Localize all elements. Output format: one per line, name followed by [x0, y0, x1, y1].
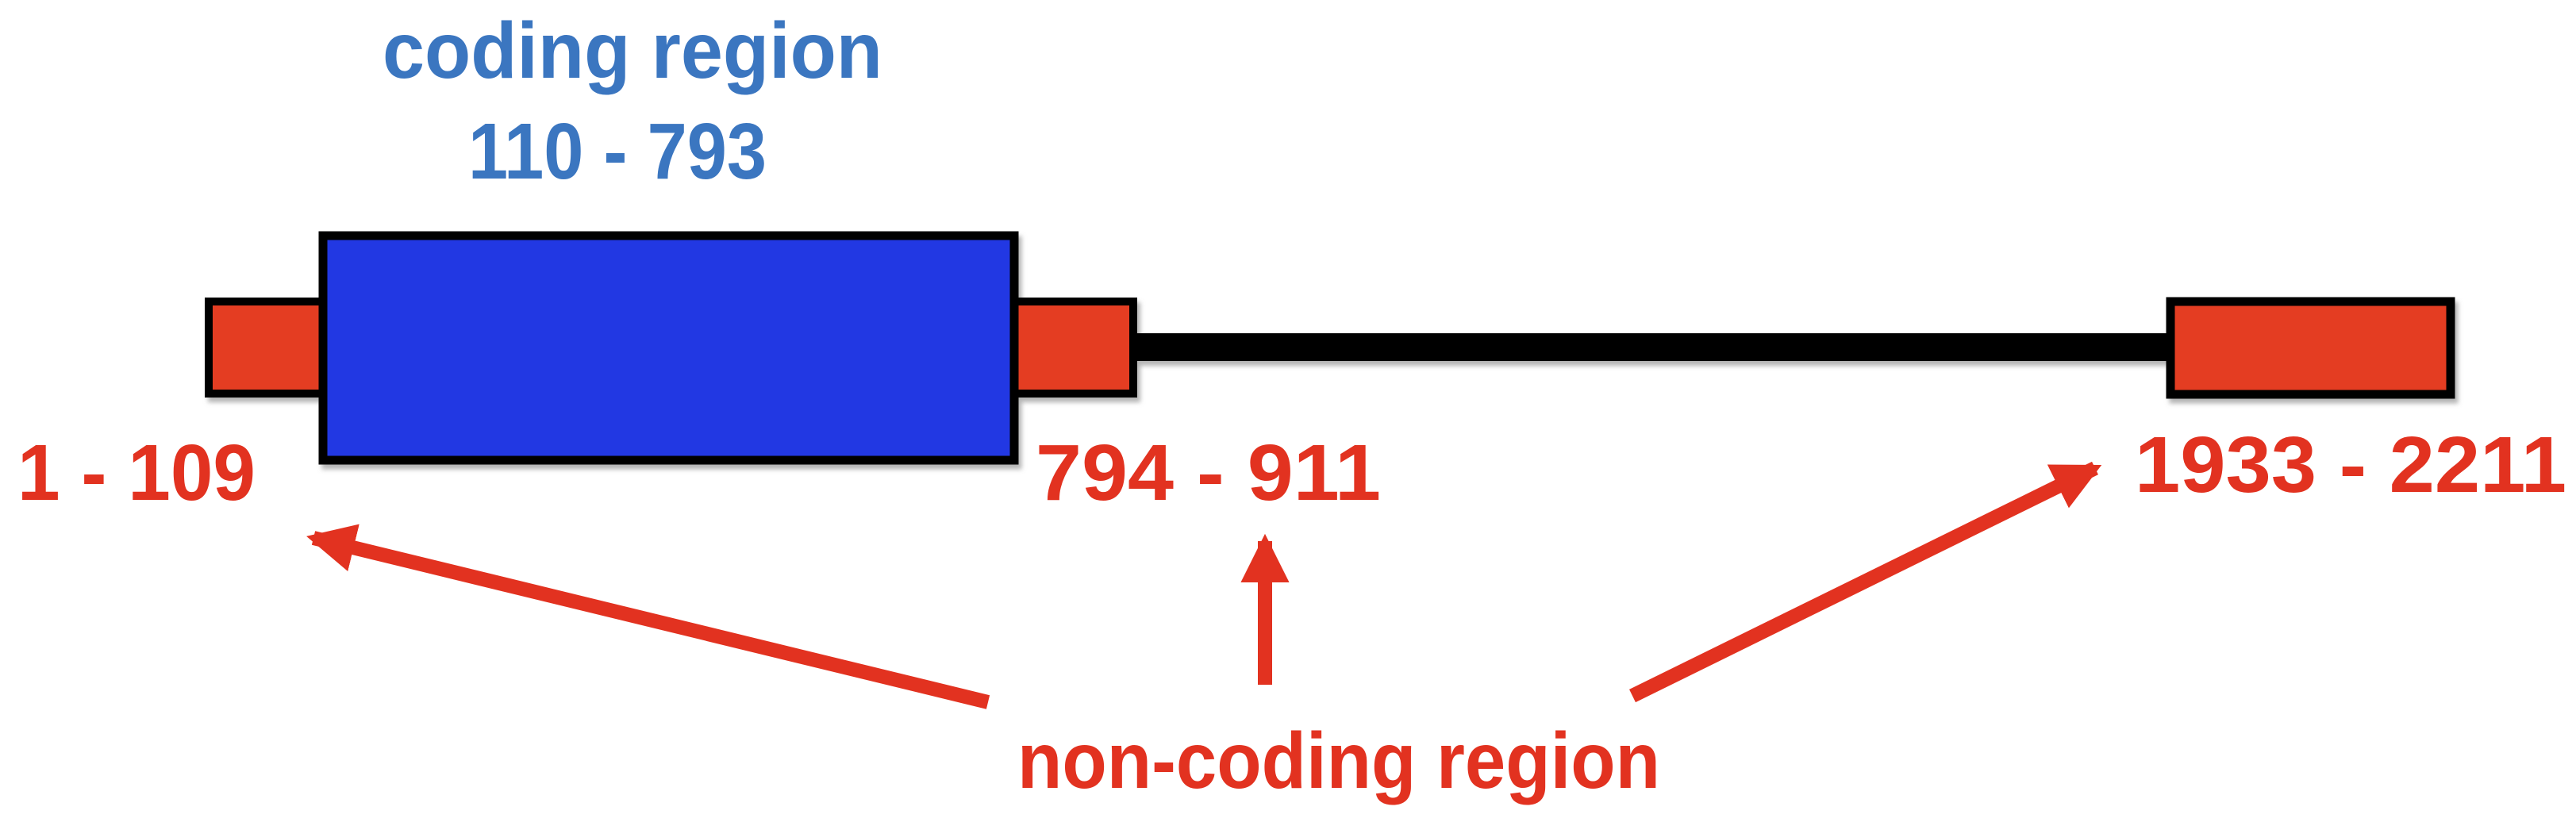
arrow-to-segment-1: [306, 524, 990, 709]
coding-region-label: coding region: [383, 6, 882, 95]
arrow-to-segment-3: [1629, 461, 2102, 703]
non-coding-range-3: 1933 - 2211: [2135, 421, 2566, 509]
coding-region-range: 110 - 793: [468, 107, 767, 196]
backbone-line: [1127, 333, 2174, 361]
non-coding-box-1: [205, 298, 332, 398]
non-coding-box-2: [1000, 298, 1137, 398]
non-coding-region-label: non-coding region: [1017, 716, 1660, 805]
non-coding-range-2: 794 - 911: [1036, 428, 1381, 517]
non-coding-range-1: 1 - 109: [17, 428, 256, 517]
non-coding-box-3: [2166, 297, 2455, 399]
gene-shapes: [205, 231, 2455, 465]
coding-region-box: [318, 231, 1019, 465]
annotation-arrows: [306, 461, 2102, 709]
